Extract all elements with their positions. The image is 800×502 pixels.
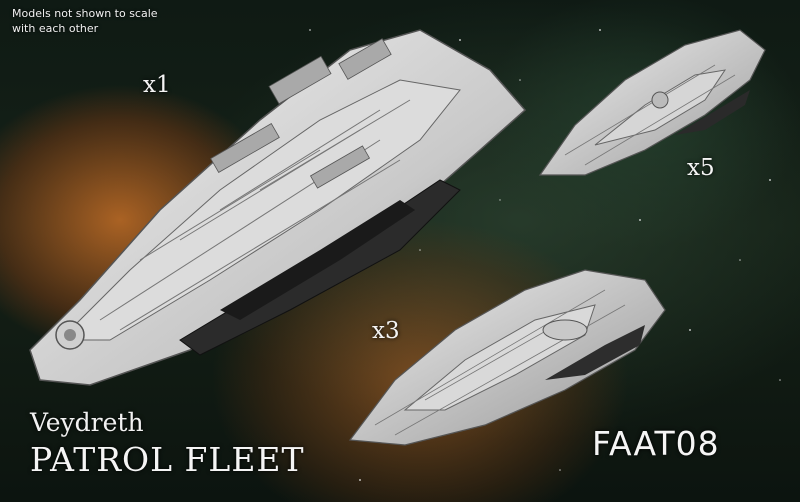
small-ship-model [538, 29, 766, 176]
product-code: FAAT08 [592, 424, 720, 463]
large-ship-quantity: x1 [143, 72, 171, 98]
small-ship-quantity: x5 [687, 155, 715, 181]
faction-name: Veydreth [30, 408, 144, 437]
fleet-title: PATROL FLEET [30, 440, 305, 479]
scale-note: Models not shown to scale with each othe… [12, 7, 158, 35]
large-ship-model [29, 29, 527, 386]
medium-ship-quantity: x3 [372, 318, 400, 344]
medium-ship-model [348, 269, 666, 446]
